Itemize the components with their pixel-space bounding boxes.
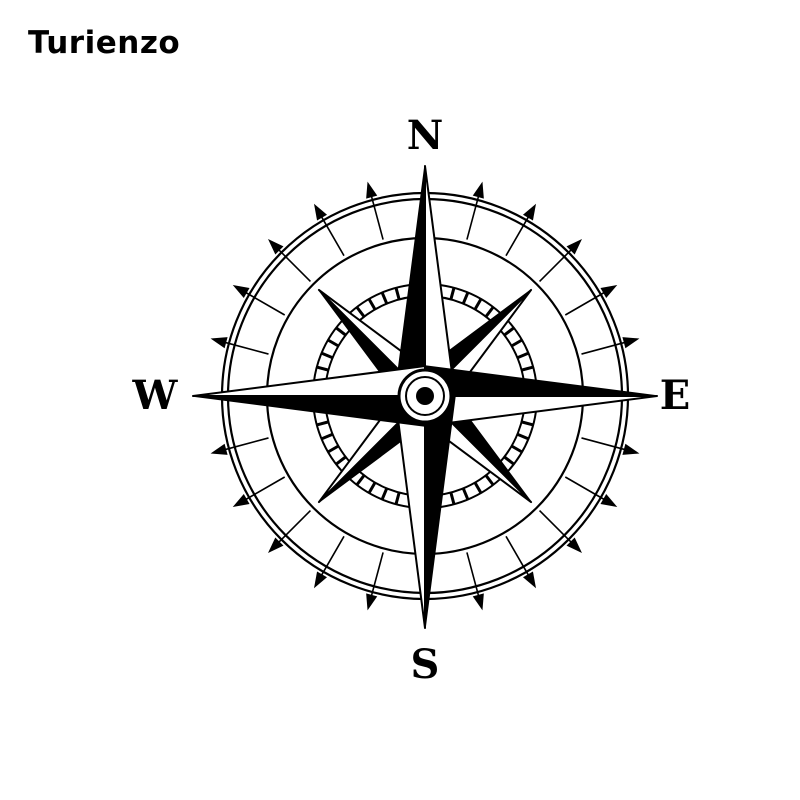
band-hatch (327, 338, 340, 348)
label-west: W (132, 372, 178, 419)
tick-stem (273, 244, 283, 254)
band-hatch (355, 306, 366, 318)
tick-line (280, 251, 312, 283)
tick-arrow (522, 571, 536, 589)
band-hatch (473, 481, 483, 494)
tick-line (581, 437, 622, 450)
tick-stem (239, 288, 250, 296)
band-hatch (380, 291, 389, 305)
band-hatch (473, 298, 483, 311)
band-hatch (516, 432, 530, 441)
tick-line (538, 251, 570, 283)
compass-star (192, 165, 658, 629)
tick-stem (317, 210, 325, 221)
tick-arrow (210, 443, 228, 455)
tick-stem (476, 189, 482, 201)
band-hatch (394, 492, 401, 505)
tick-stem (239, 496, 250, 504)
tick-line (466, 199, 479, 240)
band-hatch (521, 365, 534, 372)
tick-stem (317, 571, 325, 582)
band-hatch (320, 432, 334, 441)
tick-line (505, 535, 528, 573)
tick-stem (600, 288, 611, 296)
tick-line (505, 219, 528, 257)
label-south: S (410, 641, 440, 688)
band-hatch (449, 492, 456, 505)
tick-arrow (366, 181, 378, 199)
band-hatch (510, 338, 523, 348)
tick-line (581, 342, 622, 355)
tick-line (248, 293, 286, 316)
band-hatch (316, 365, 329, 372)
band-hatch (484, 306, 495, 318)
band-hatch (355, 474, 366, 486)
tick-stem (567, 244, 577, 254)
tick-arrow (622, 337, 640, 349)
tick-line (280, 509, 312, 541)
compass-degree-ticks (210, 181, 640, 611)
tick-stem (476, 591, 482, 603)
tick-stem (368, 189, 374, 201)
tick-stem (620, 447, 632, 453)
band-hatch (335, 455, 347, 466)
tick-line (322, 219, 345, 257)
tick-arrow (522, 203, 536, 221)
tick-line (466, 552, 479, 593)
tick-arrow (472, 181, 484, 199)
band-hatch (367, 481, 377, 494)
tick-line (564, 293, 602, 316)
band-hatch (484, 474, 495, 486)
tick-arrow (366, 593, 378, 611)
tick-arrow (232, 493, 250, 507)
tick-arrow (210, 337, 228, 349)
band-hatch (449, 287, 456, 300)
band-hatch (394, 287, 401, 300)
band-hatch (320, 351, 334, 360)
tick-arrow (600, 493, 618, 507)
band-hatch (503, 326, 515, 337)
band-hatch (510, 444, 523, 454)
tick-arrow (232, 285, 250, 299)
band-hatch (316, 420, 329, 427)
band-hatch (521, 420, 534, 427)
band-hatch (461, 291, 470, 305)
band-hatch (335, 326, 347, 337)
tick-stem (567, 538, 577, 548)
tick-arrow (314, 571, 328, 589)
tick-line (371, 552, 384, 593)
tick-stem (218, 447, 230, 453)
band-hatch (380, 487, 389, 501)
tick-stem (600, 496, 611, 504)
tick-line (538, 509, 570, 541)
tick-arrow (600, 285, 618, 299)
tick-line (228, 342, 269, 355)
tick-arrow (472, 593, 484, 611)
tick-stem (218, 339, 230, 345)
brand-logo-text: Turienzo (28, 25, 181, 61)
band-hatch (461, 487, 470, 501)
tick-stem (368, 591, 374, 603)
tick-stem (273, 538, 283, 548)
tick-stem (620, 339, 632, 345)
tick-line (248, 476, 286, 499)
label-north: N (406, 112, 444, 159)
band-hatch (367, 298, 377, 311)
tick-arrow (314, 203, 328, 221)
tick-line (371, 199, 384, 240)
tick-stem (525, 210, 533, 221)
band-hatch (503, 455, 515, 466)
tick-line (322, 535, 345, 573)
tick-arrow (622, 443, 640, 455)
hub-dot (416, 387, 434, 405)
band-hatch (516, 351, 530, 360)
tick-line (228, 437, 269, 450)
label-east: E (659, 372, 691, 419)
band-hatch (327, 444, 340, 454)
tick-stem (525, 571, 533, 582)
tick-line (564, 476, 602, 499)
